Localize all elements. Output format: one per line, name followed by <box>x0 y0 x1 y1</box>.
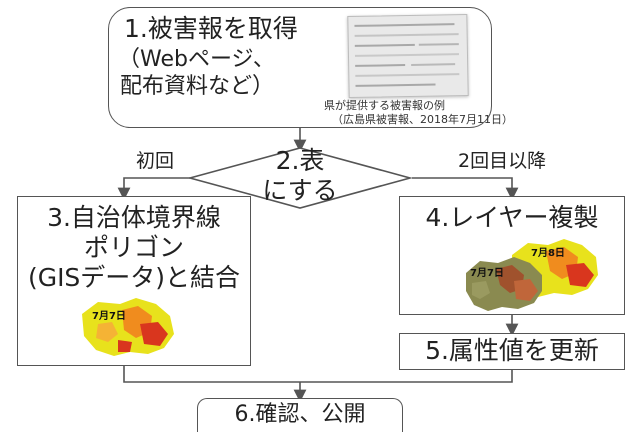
line-left-merge <box>123 366 300 383</box>
step3-title: 3.自治体境界線 <box>47 203 221 232</box>
step3-line3: (GISデータ)と結合 <box>27 263 241 292</box>
step2-diamond <box>186 147 414 209</box>
step5-box <box>399 333 625 370</box>
step5-title: 5.属性値を更新 <box>425 336 599 365</box>
map-label-front-date: 7月7日 <box>470 268 504 279</box>
step3-line2: ポリゴン <box>83 233 184 262</box>
step2-title: 2.表 <box>275 146 325 175</box>
branch-label-first-time: 初回 <box>136 150 175 172</box>
hiroshima-map-layer-front <box>466 257 542 311</box>
arrow-left-branch <box>117 177 190 201</box>
damage-report-document-image <box>347 13 469 99</box>
map-label-back-date: 7月8日 <box>531 248 565 259</box>
step4-title: 4.レイヤー複製 <box>425 203 599 232</box>
example-caption-line1: 県が提供する被害報の例 <box>324 99 445 112</box>
step6-title: 6.確認、公開 <box>234 402 366 427</box>
map-label-left-date: 7月7日 <box>92 311 126 322</box>
line-right-merge <box>300 370 513 383</box>
step6-box <box>197 398 403 432</box>
step1-subtitle-line1: （Webページ、 <box>118 47 275 72</box>
step1-title: 1.被害報を取得 <box>124 14 298 43</box>
arrow-right-branch <box>412 177 519 201</box>
hiroshima-map-initial <box>82 298 174 356</box>
step1-subtitle-line2: 配布資料など） <box>120 74 275 99</box>
example-caption-line2: （広島県被害報、2018年7月11日） <box>332 113 513 126</box>
step2-subtitle: にする <box>262 176 338 205</box>
branch-label-second-time-onward: 2回目以降 <box>458 150 547 172</box>
